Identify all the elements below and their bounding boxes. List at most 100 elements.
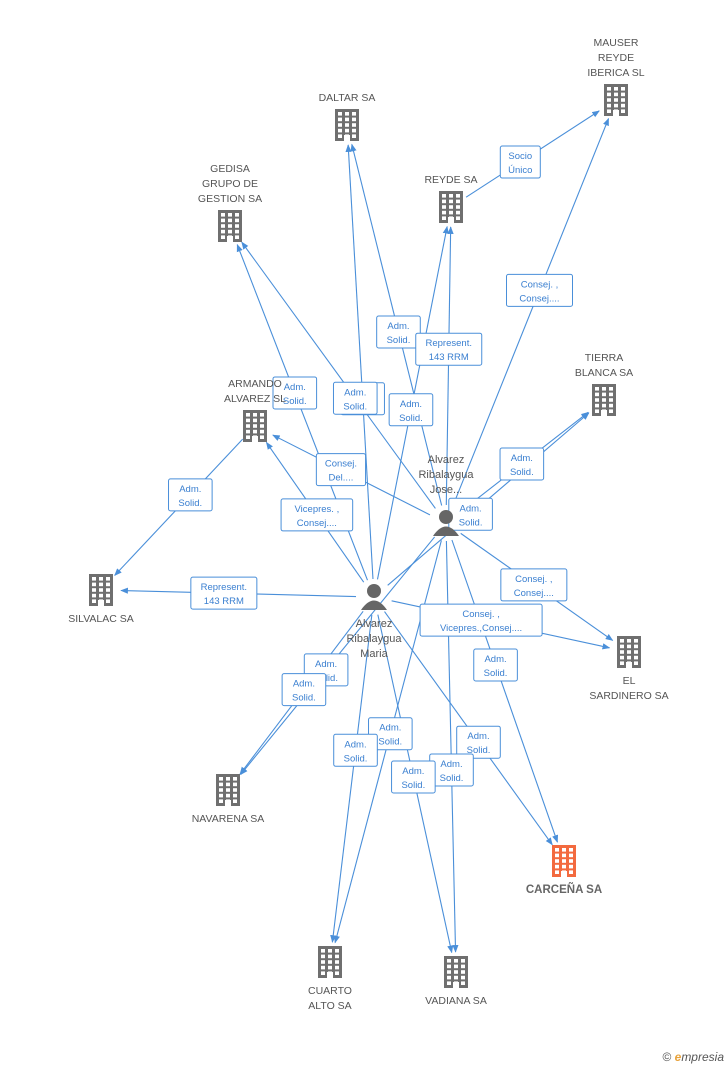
relation-label-line: Solid.: [459, 517, 483, 528]
relation-label-jose-armando[interactable]: Consej.Del....: [315, 453, 367, 487]
relation-label-jose-reyde[interactable]: Represent.143 RRM: [415, 332, 483, 366]
relation-label-box: [281, 673, 327, 707]
relation-label-box: [391, 760, 436, 794]
relation-label-maria-reyde[interactable]: Adm.Solid.: [388, 393, 434, 427]
relation-label-jose-tierra[interactable]: Adm.Solid.: [499, 447, 545, 481]
relation-label-box: [272, 376, 318, 410]
relation-label-box: [499, 447, 545, 481]
relation-edge-maria-daltar: [345, 144, 374, 580]
relation-label-line: Adm.: [179, 484, 201, 495]
company-label: EL: [623, 675, 636, 687]
company-label: VADIANA SA: [425, 995, 487, 1007]
person-node-jose[interactable]: AlvarezRibalayguaJose...: [418, 454, 474, 536]
relation-label-box: [190, 576, 258, 610]
relation-label-armando-silvalac[interactable]: Adm.Solid.: [168, 478, 213, 512]
relation-label-line: Adm.: [511, 453, 533, 464]
company-label: REYDE SA: [424, 174, 477, 186]
relation-label-line: Adm.: [467, 731, 489, 742]
person-label: Ribalaygua: [346, 633, 402, 645]
relation-label-maria-gedisa[interactable]: Adm.Solid.: [272, 376, 318, 410]
building-icon: [444, 956, 468, 988]
building-icon: [243, 410, 267, 442]
company-label: DALTAR SA: [319, 92, 376, 104]
relation-label-line: Solid.: [440, 773, 464, 784]
relation-label-line: Adm.: [379, 723, 401, 734]
company-label: ALVAREZ SL: [224, 393, 286, 405]
company-label: CARCEÑA SA: [526, 883, 602, 896]
relation-label-maria-navarena[interactable]: Adm.Solid.: [281, 673, 327, 707]
person-label: Alvarez: [356, 618, 393, 630]
relation-label-box: [332, 381, 378, 415]
relation-label-line: Solid.: [343, 401, 367, 412]
relation-label-line: Adm.: [315, 659, 337, 670]
relation-label-maria-sardinero[interactable]: Consej. ,Vicepres.,Consej....: [419, 603, 543, 637]
relation-edges: [114, 110, 614, 954]
relation-edge-jose-carcena: [451, 539, 559, 843]
company-label: SARDINERO SA: [589, 690, 668, 702]
footer-brand[interactable]: © empresia: [662, 1050, 724, 1064]
relation-label-line: 143 RRM: [204, 596, 244, 607]
relation-label-line: Adm.: [344, 387, 366, 398]
relation-label-jose-carcena[interactable]: Adm. Solid.: [473, 648, 518, 682]
relation-label-line: Solid.: [378, 737, 402, 748]
relation-label-jose-daltar[interactable]: Adm.Solid.: [376, 315, 421, 349]
relation-label-box: [473, 648, 518, 682]
building-icon: [89, 574, 113, 606]
relation-label-line: Solid.: [484, 668, 508, 679]
relation-label-maria-armando[interactable]: Vicepres. ,Consej....: [280, 498, 354, 532]
relation-label-line: Solid.: [399, 413, 423, 424]
relation-label-line: Consej. ,: [515, 574, 553, 585]
relation-label-jose-mauser[interactable]: Consej. ,Consej....: [506, 273, 573, 307]
company-node-daltar[interactable]: DALTAR SA: [319, 92, 376, 141]
relation-label-line: Adm.: [484, 654, 506, 665]
relation-label-maria-silvalac[interactable]: Represent. 143 RRM: [190, 576, 258, 610]
relation-label-maria-vadiana[interactable]: Adm.Solid.: [391, 760, 436, 794]
relation-label-maria-tierra[interactable]: Adm. Solid.: [448, 497, 493, 531]
company-node-carcena[interactable]: CARCEÑA SA: [526, 845, 602, 896]
relation-label-line: Solid.: [283, 396, 307, 407]
company-node-sardinero[interactable]: EL SARDINERO SA: [589, 636, 669, 702]
company-node-vadiana[interactable]: VADIANA SA: [425, 956, 487, 1007]
relation-label-jose-cuarto[interactable]: Adm. Solid.: [368, 717, 413, 751]
relation-label-line: Represent.: [201, 582, 247, 593]
relation-label-line: Consej....: [514, 588, 554, 599]
relation-label-jose-gedisa[interactable]: Adm. Solid.: [332, 381, 378, 415]
relation-edge-jose-reyde: [445, 226, 454, 506]
relation-label-line: Adm.: [440, 759, 462, 770]
building-icon: [617, 636, 641, 668]
relation-label-jose-sardinero[interactable]: Consej. , Consej....: [500, 568, 568, 602]
relation-label-line: Solid.: [467, 745, 491, 756]
relation-label-maria-cuarto[interactable]: Adm.Solid.: [333, 733, 378, 767]
company-node-navarena[interactable]: NAVARENA SA: [192, 774, 265, 825]
relation-label-line: Consej.: [325, 459, 357, 470]
company-node-silvalac[interactable]: SILVALAC SA: [68, 574, 134, 625]
company-label: IBERICA SL: [587, 67, 644, 79]
relation-label-line: Adm.: [402, 766, 424, 777]
relation-label-line: Único: [508, 165, 532, 176]
relation-label-line: 143 RRM: [429, 352, 469, 363]
person-icon: [361, 584, 387, 610]
company-label: GESTION SA: [198, 193, 262, 205]
relation-label-line: Adm.: [460, 503, 482, 514]
relation-edge-maria-cuarto: [330, 614, 373, 943]
person-icon: [433, 510, 459, 536]
building-icon: [604, 84, 628, 116]
relation-label-box: [280, 498, 354, 532]
company-label: GEDISA: [210, 163, 250, 175]
company-label: NAVARENA SA: [192, 813, 265, 825]
relation-label-jose-vadiana[interactable]: Adm. Solid.: [429, 753, 474, 787]
relation-label-maria-carcena[interactable]: Adm. Solid.: [456, 725, 501, 759]
brand-name: mpresia: [681, 1050, 724, 1064]
company-node-reyde[interactable]: REYDE SA: [424, 174, 478, 223]
relation-label-line: Adm.: [344, 739, 366, 750]
company-label: SILVALAC SA: [68, 613, 134, 625]
relation-label-box: [419, 603, 543, 637]
person-label: Maria: [360, 648, 388, 660]
